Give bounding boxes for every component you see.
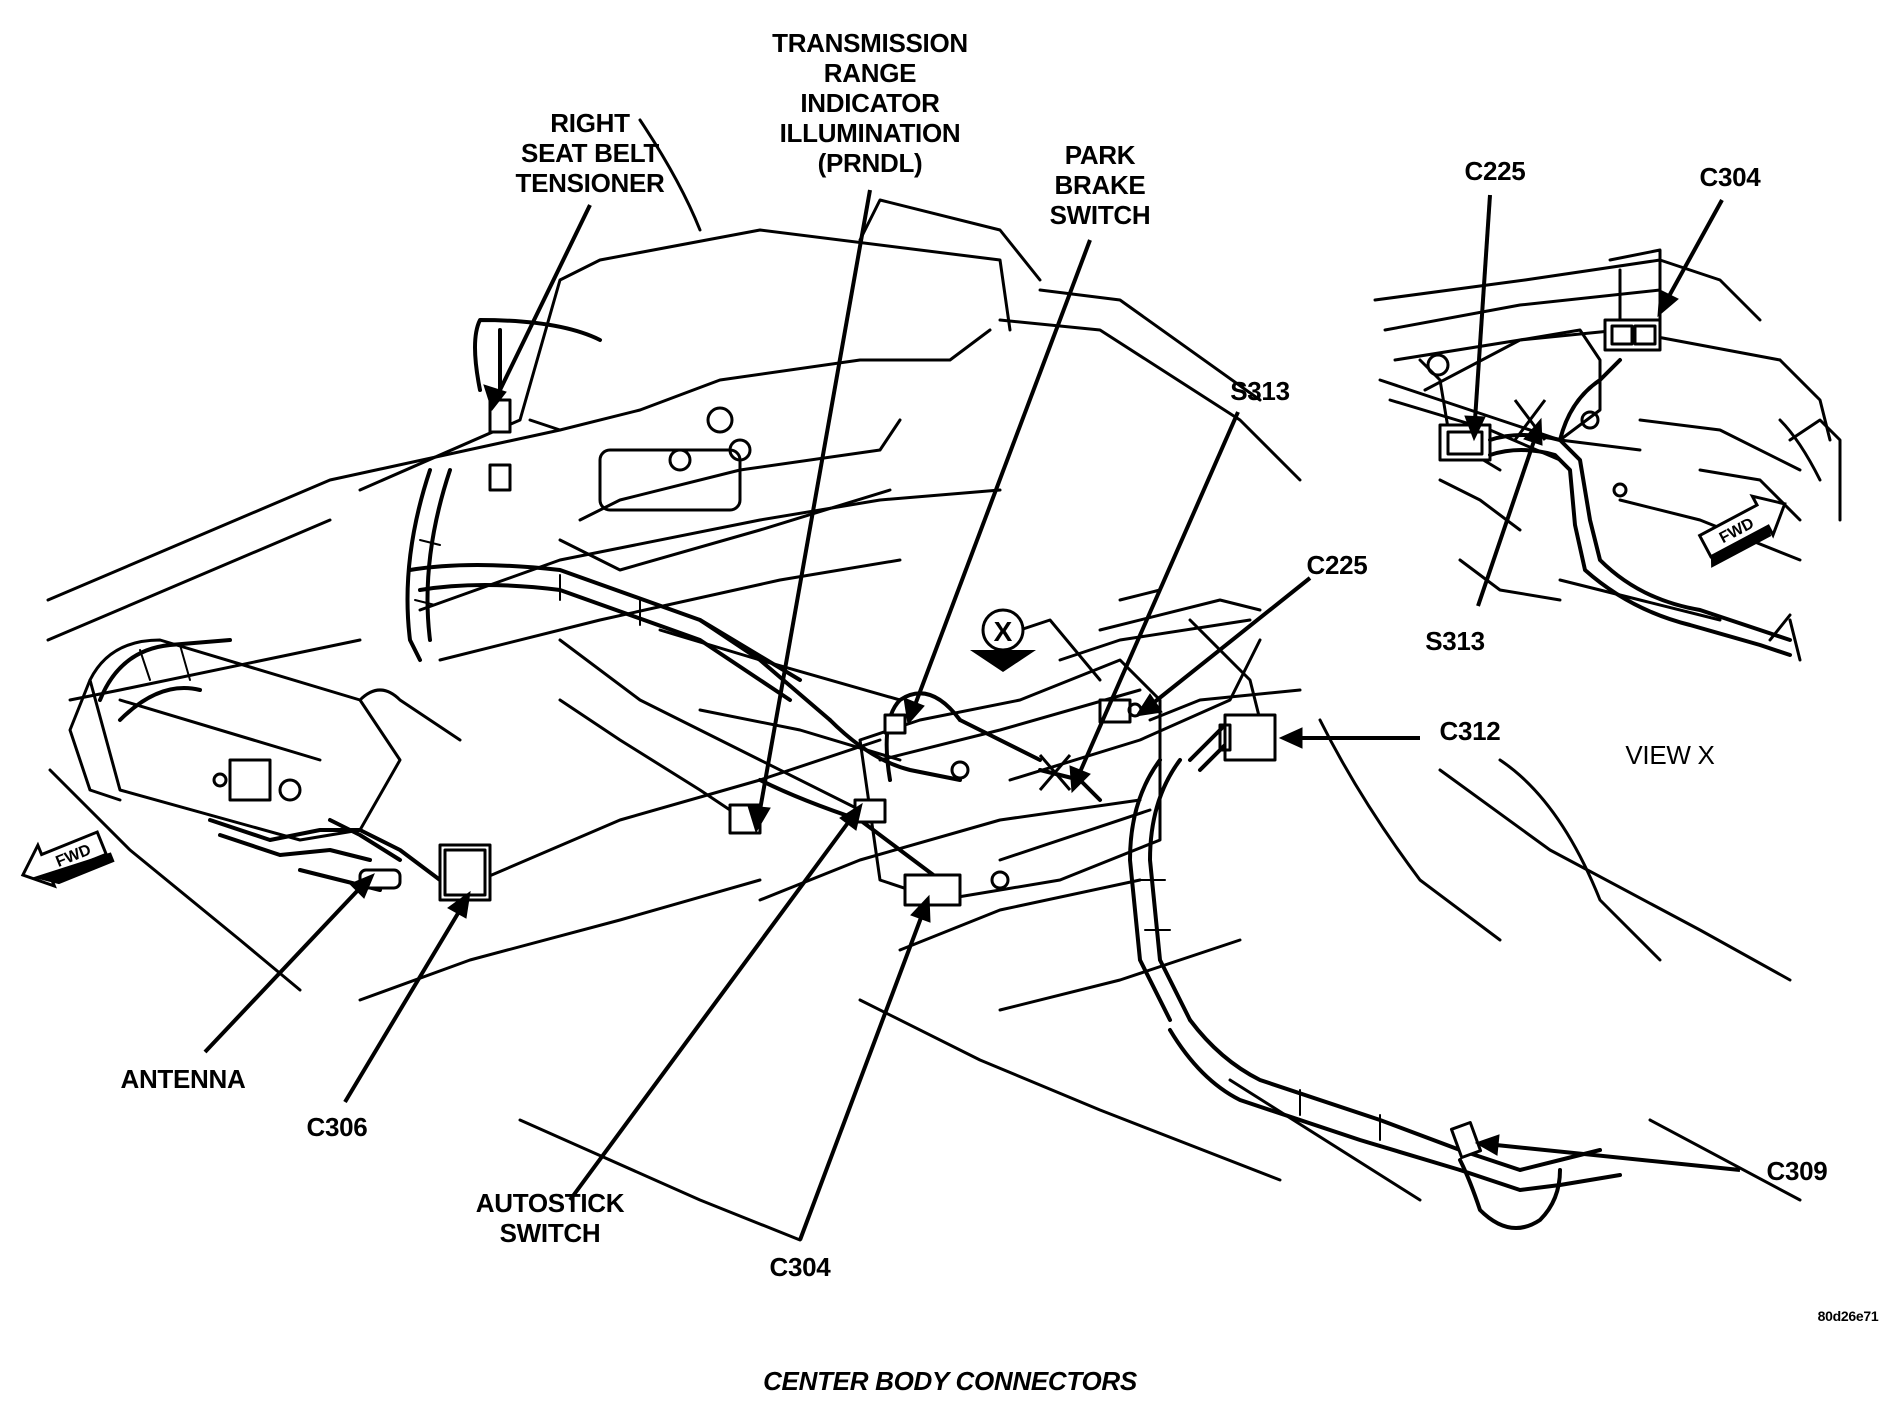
label-c225-main: C225 — [1306, 550, 1368, 580]
label-view-x: VIEW X — [1625, 740, 1715, 770]
splice-marker-inset — [1513, 399, 1547, 441]
fwd-arrow-inset: FWD — [1697, 493, 1787, 568]
label-c309: C309 — [1766, 1156, 1828, 1186]
splice-marker-main — [1038, 754, 1072, 791]
inset-view-x — [1373, 248, 1842, 662]
label-c225-inset: C225 — [1464, 156, 1526, 186]
floor-pan-outline — [46, 428, 1802, 1242]
label-s313-main: S313 — [1230, 376, 1290, 406]
view-x-marker-letter: X — [994, 616, 1013, 647]
label-c304-inset: C304 — [1699, 162, 1761, 192]
console-bracket — [858, 588, 1262, 902]
fwd-arrow-main: FWD — [20, 830, 115, 889]
connector-shapes — [358, 398, 1483, 1160]
label-c306: C306 — [306, 1112, 368, 1142]
view-x-marker: X — [970, 608, 1036, 672]
label-s313-inset: S313 — [1425, 626, 1485, 656]
label-park-brake-switch: PARK BRAKE SWITCH — [1049, 140, 1151, 230]
label-autostick-switch: AUTOSTICK SWITCH — [475, 1188, 625, 1248]
label-c304-main: C304 — [769, 1252, 831, 1282]
label-antenna: ANTENNA — [120, 1064, 246, 1094]
leader-arrows — [203, 189, 1741, 1241]
label-c312: C312 — [1439, 716, 1501, 746]
harness-tape-wraps — [139, 539, 1381, 1141]
figure-caption: CENTER BODY CONNECTORS — [763, 1366, 1137, 1396]
label-right-seat-belt-tensioner: RIGHT SEAT BELT TENSIONER — [515, 108, 665, 198]
figure-code: 80d26e71 — [1817, 1308, 1879, 1324]
rear-seat-panel — [358, 118, 1302, 572]
center-tunnel — [418, 488, 1302, 1012]
main-wiring-harness — [98, 318, 1622, 1230]
label-prndl: TRANSMISSION RANGE INDICATOR ILLUMINATIO… — [772, 28, 968, 178]
duct-housing — [68, 638, 462, 842]
